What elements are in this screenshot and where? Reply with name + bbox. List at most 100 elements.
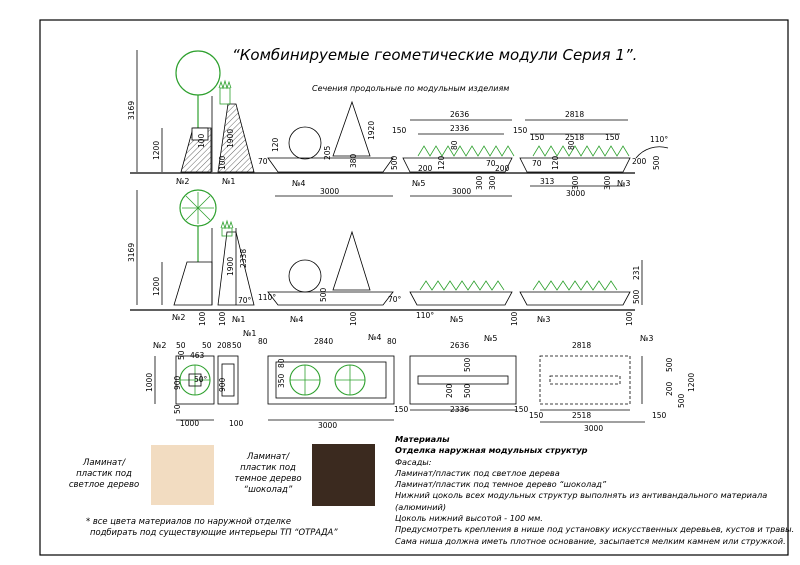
label-n4-b: №4 <box>290 315 303 324</box>
dim-70-e: 70° <box>388 295 402 304</box>
dim-2840-a: 2840 <box>314 337 333 346</box>
dim-3000-d: 3000 <box>318 421 337 430</box>
dim-80-a: 80 <box>450 140 459 150</box>
notes-line-9: Предусмотреть крепления в нише под устан… <box>395 524 795 535</box>
dim-150-d: 150 <box>605 133 620 142</box>
dim-1200-c: 1200 <box>687 373 696 392</box>
dim-3000-b: 3000 <box>452 187 471 196</box>
dim-2636-a: 2636 <box>450 110 469 119</box>
dim-300-b: 300 <box>488 175 497 190</box>
label-n5-b: №5 <box>450 315 463 324</box>
dim-110-b: 110° <box>258 293 276 302</box>
label-n2-a: №2 <box>176 177 189 186</box>
dim-3000-a: 3000 <box>320 187 339 196</box>
dim-500-c: 500 <box>319 287 328 302</box>
label-n1-b: №1 <box>232 315 245 324</box>
dim-3000-c: 3000 <box>566 189 585 198</box>
dim-70-a: 70 <box>258 157 268 166</box>
notes-line-1: Материалы <box>395 434 450 444</box>
label-n4-a: №4 <box>292 179 305 188</box>
dim-2518-b: 2518 <box>572 411 591 420</box>
dim-120-b: 120 <box>437 155 446 170</box>
dim-2336-a: 2336 <box>450 124 469 133</box>
label-n2-c: №2 <box>153 341 166 350</box>
dim-50-a: 50 <box>176 341 186 350</box>
label-n1-c: №1 <box>243 329 256 338</box>
dim-1900-b: 1900 <box>226 257 235 276</box>
notes-line-8: Цоколь нижний высотой - 100 мм. <box>395 513 543 524</box>
dim-150-f: 150 <box>514 405 529 414</box>
dim-500-h: 500 <box>677 393 686 408</box>
dim-50-c: 50 <box>232 341 242 350</box>
dim-500-a: 500 <box>390 155 399 170</box>
dim-70-b: 70 <box>486 159 496 168</box>
dim-500-d: 500 <box>632 289 641 304</box>
dim-50-e: 50 <box>173 404 182 414</box>
dim-200-c: 200 <box>632 157 647 166</box>
dim-70-c: 70 <box>532 159 542 168</box>
dim-231-a: 231 <box>632 265 641 280</box>
dim-100-b: 100 <box>218 155 227 170</box>
dim-313-a: 313 <box>540 177 555 186</box>
label-n3-a: №3 <box>617 179 630 188</box>
dim-50-b: 50 <box>202 341 212 350</box>
dark-wood-swatch <box>312 444 375 506</box>
dim-100-f: 100 <box>510 311 519 326</box>
dim-150-c: 150 <box>530 133 545 142</box>
label-n3-b: №3 <box>537 315 550 324</box>
row2-elevation <box>130 189 643 311</box>
notes-line-2: Отделка наружная модульных структур <box>395 445 588 456</box>
dim-463-a: 463 <box>190 351 205 360</box>
dim-120-a: 120 <box>271 137 280 152</box>
footnote: * все цвета материалов по наружной отдел… <box>86 516 338 538</box>
dim-100-e: 100 <box>349 311 358 326</box>
dim-50-d: 50 <box>177 350 186 360</box>
dim-200-a: 200 <box>418 164 433 173</box>
dim-300-d: 300 <box>603 175 612 190</box>
page-title: “Комбинируемые геометические модули Сери… <box>232 46 638 64</box>
label-n5-a: №5 <box>412 179 425 188</box>
dim-1200-b: 1200 <box>152 277 161 296</box>
label-n3-c: №3 <box>640 334 653 343</box>
dim-200-e: 200 <box>665 381 674 396</box>
dim-110-c: 110° <box>416 311 434 320</box>
dim-80-d: 80 <box>387 337 397 346</box>
dim-150-b: 150 <box>513 126 528 135</box>
label-n4-c: №4 <box>368 333 381 342</box>
dim-1200-a: 1200 <box>152 141 161 160</box>
dim-200-b: 200 <box>495 164 510 173</box>
dim-500-e: 500 <box>463 357 472 372</box>
row3-plans <box>154 355 645 423</box>
dim-2336-b: 2336 <box>450 405 469 414</box>
dim-100-c: 100 <box>198 311 207 326</box>
dim-80-c: 80 <box>258 337 268 346</box>
light-wood-swatch <box>151 445 214 505</box>
dim-80-b: 80 <box>567 140 576 150</box>
dim-2636-b: 2636 <box>450 341 469 350</box>
dim-3000-e: 3000 <box>584 424 603 433</box>
dark-swatch-label: Ламинат/ пластик под темное дерево “шоко… <box>234 452 302 495</box>
dim-100-d: 100 <box>218 311 227 326</box>
dim-100-a: 100 <box>197 133 206 148</box>
dim-380-a: 380 <box>349 153 358 168</box>
dim-500-b: 500 <box>652 155 661 170</box>
dim-1920-a: 1920 <box>367 121 376 140</box>
materials-notes: Материалы Отделка наружная модульных стр… <box>395 434 794 547</box>
notes-line-7: (алюминий) <box>395 501 447 512</box>
dim-900-b: 900 <box>218 377 227 392</box>
dim-80-e: 80 <box>277 358 286 368</box>
dim-1000-b: 1000 <box>180 419 199 428</box>
dim-100-g: 100 <box>625 311 634 326</box>
dim-208-a: 208 <box>217 341 232 350</box>
dim-1000-a: 1000 <box>145 373 154 392</box>
label-n2-b: №2 <box>172 313 185 322</box>
dim-150-e: 150 <box>394 405 409 414</box>
dim-2518-a: 2518 <box>565 133 584 142</box>
dim-1900-a: 1900 <box>226 129 235 148</box>
dim-200-d: 200 <box>445 383 454 398</box>
light-swatch-label: Ламинат/ пластик под светлое дерево <box>68 458 140 490</box>
label-n5-c: №5 <box>484 334 497 343</box>
dim-900-a: 900 <box>173 375 182 390</box>
